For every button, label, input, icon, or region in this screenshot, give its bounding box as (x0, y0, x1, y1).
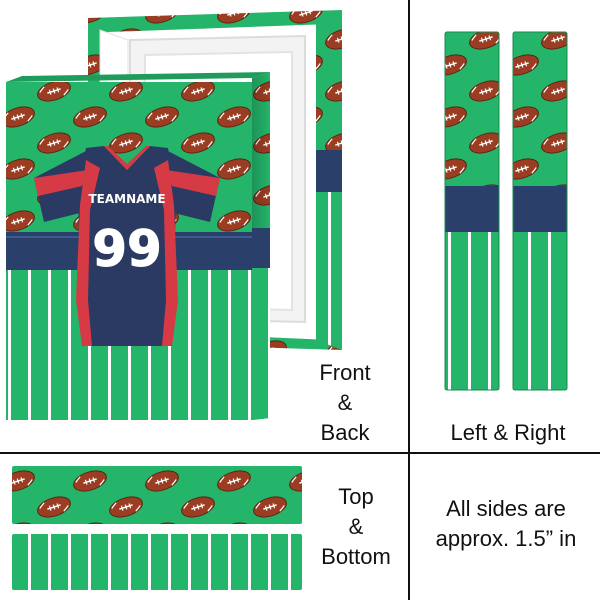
bottom-side-strip (12, 534, 302, 590)
top-bottom-label: Top & Bottom (321, 484, 391, 569)
horizontal-divider (0, 452, 600, 454)
jersey-team-name: TEAMNAME (88, 192, 165, 206)
front-canvas: TEAMNAME 99 (6, 72, 270, 420)
jersey-number: 99 (92, 220, 162, 278)
top-side-strip (12, 466, 302, 524)
left-right-label: Left & Right (450, 420, 566, 445)
right-side-strip (512, 31, 568, 391)
jersey: TEAMNAME 99 (34, 146, 220, 346)
left-side-strip (444, 31, 500, 391)
sides-size-note: All sides are approx. 1.5” in (435, 496, 577, 551)
front-back-label: Front & Back (319, 360, 371, 445)
vertical-divider (408, 0, 410, 600)
